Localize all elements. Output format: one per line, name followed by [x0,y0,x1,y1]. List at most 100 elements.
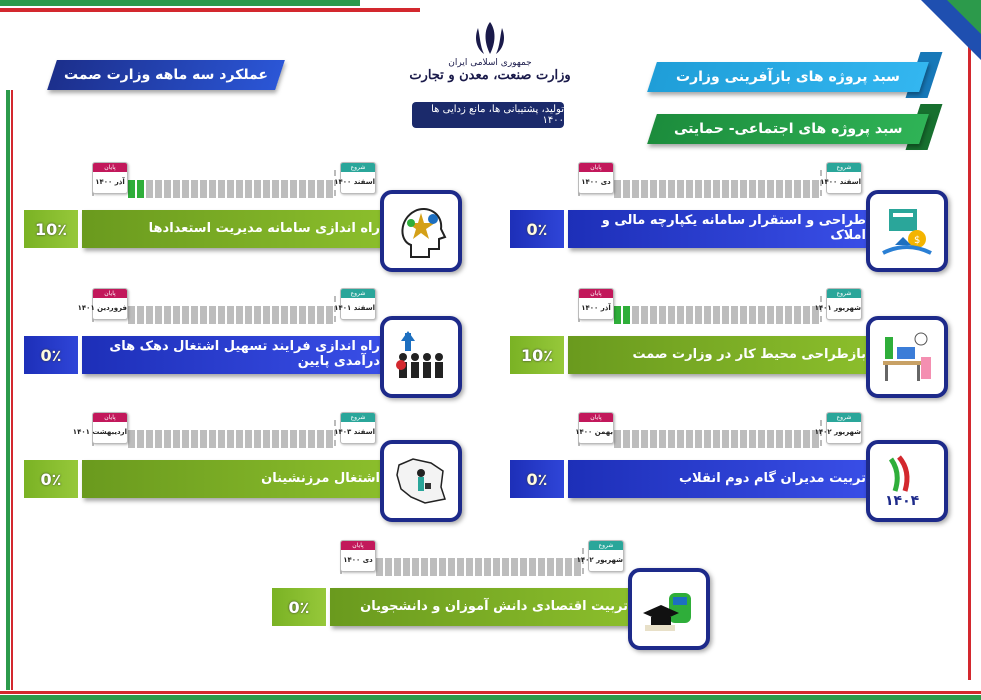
progress-segment [677,430,684,448]
progress-segment [574,558,581,576]
progress-segment [650,180,657,198]
percent-value: 0٪ [288,597,310,617]
project-title-bar: راه اندازی سامانه مدیریت استعدادها [82,210,392,248]
progress-segment [740,306,747,324]
finance-house-icon: $ [866,190,948,272]
calendar-header: پایان [93,163,127,172]
progress-segment [182,180,189,198]
calendar-header: شروع [341,413,375,422]
progress-segment [713,430,720,448]
percent-value: 10٪ [34,219,68,239]
percent-value: 0٪ [40,345,62,365]
progress-segment [650,430,657,448]
progress-segment [164,430,171,448]
project-title-bar: طراحی و استقرار سامانه یکپارچه مالی و ام… [568,210,878,248]
progress-segment [632,306,639,324]
progress-segment [749,306,756,324]
regeneration-projects-banner: سبد پروژه های بازآفرینی وزارت [647,62,929,92]
progress-segment [272,430,279,448]
percent-value: 10٪ [520,345,554,365]
progress-segment [623,430,630,448]
progress-segment [281,430,288,448]
social-projects-banner: سبد پروژه های اجتماعی- حمایتی [647,114,929,144]
progress-segment [794,180,801,198]
progress-segment [317,430,324,448]
progress-segment [254,180,261,198]
progress-segment [173,180,180,198]
progress-segment [659,430,666,448]
progress-segment [299,180,306,198]
progress-segment [191,430,198,448]
progress-segment [272,306,279,324]
progress-segment [641,430,648,448]
progress-segment [290,430,297,448]
progress-segment [173,306,180,324]
progress-segment [430,558,437,576]
progress-segment [146,306,153,324]
progress-segment [218,180,225,198]
progress-segment [421,558,428,576]
calendar-header: پایان [579,163,613,172]
timeline-marker [334,420,336,446]
progress-segment [803,306,810,324]
progress-segment [209,430,216,448]
calendar-date: اردیبهشت ۱۴۰۱ [72,428,127,436]
progress-segment [457,558,464,576]
progress-segment [713,306,720,324]
calendar-header: پایان [341,541,375,550]
project-title: راه اندازی سامانه مدیریت استعدادها [148,220,380,236]
left-frame-lines [6,90,14,690]
progress-segment [767,180,774,198]
start-date-calendar: شروع شهریور ۱۴۰۱ [814,288,862,320]
people-growth-icon [380,316,462,398]
progress-segment [659,306,666,324]
calendar-header: شروع [589,541,623,550]
progress-segment [164,306,171,324]
calendar-header: شروع [827,163,861,172]
progress-segment [412,558,419,576]
progress-segment [236,430,243,448]
progress-segment [155,306,162,324]
calendar-header: شروع [827,289,861,298]
progress-segment [326,430,333,448]
timeline-marker [334,170,336,196]
svg-text:$: $ [914,235,920,246]
progress-segment [641,306,648,324]
calendar-date: آذر ۱۴۰۰ [581,304,611,312]
progress-segment [785,430,792,448]
progress-segment [376,558,383,576]
progress-segment [704,306,711,324]
progress-segment [511,558,518,576]
timeline-marker [582,548,584,574]
progress-segment [191,306,198,324]
progress-segment [502,558,509,576]
progress-segment [385,558,392,576]
progress-segment [614,430,621,448]
progress-segment [749,430,756,448]
progress-segment [209,180,216,198]
progress-segment [731,306,738,324]
progress-segment [439,558,446,576]
progress-segment [704,430,711,448]
progress-segment [668,430,675,448]
progress-segment [128,180,135,198]
progress-segment [299,430,306,448]
progress-segment [704,180,711,198]
progress-segment [749,180,756,198]
slogan-badge: تولید، پشتیبانی ها، مانع زدایی ها ۱۴۰۰ [412,102,564,128]
progress-segment [538,558,545,576]
calendar-date: شهریور ۱۴۰۱ [814,304,861,312]
progress-segment [677,306,684,324]
calendar-date: بهمن ۱۴۰۰ [575,428,613,436]
project-title-bar: راه اندازی فرایند تسهیل اشتغال دهک های د… [82,336,392,374]
progress-segment [686,180,693,198]
